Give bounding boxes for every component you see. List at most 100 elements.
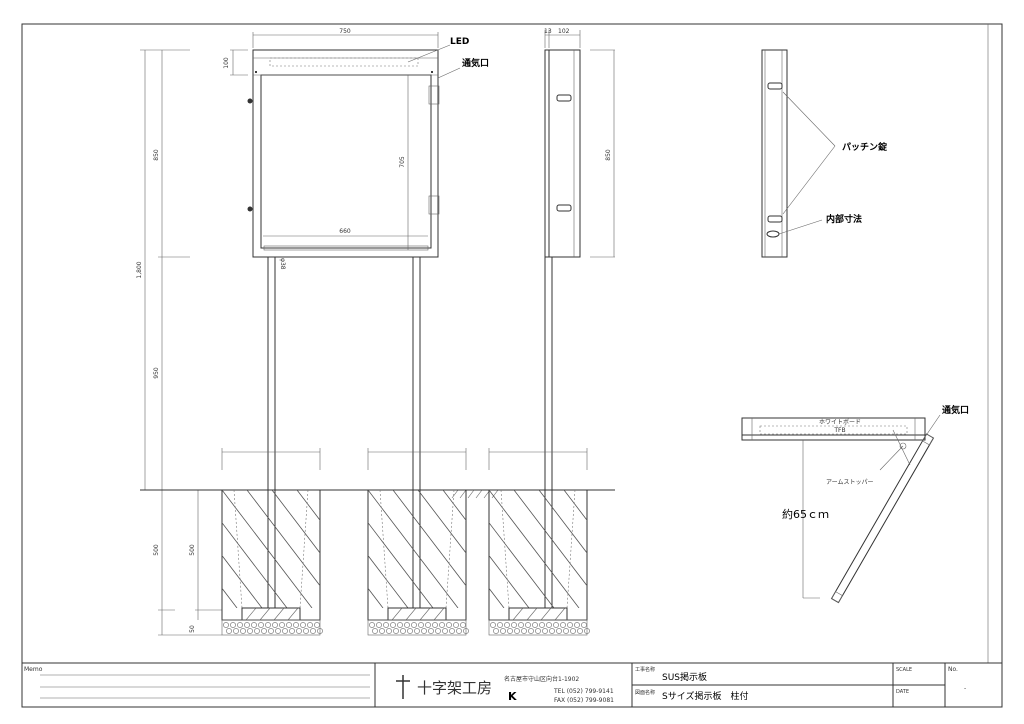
concrete-hatch (489, 554, 530, 608)
concrete-edge (566, 489, 576, 609)
gravel-stone (453, 622, 459, 628)
gravel-stone (254, 628, 260, 634)
latch-icon (556, 204, 572, 212)
concrete-hatch (589, 490, 679, 608)
side-post (544, 256, 553, 621)
dim-inner-height: 705 (399, 156, 406, 168)
concrete-hatch (347, 490, 437, 608)
gravel-stone (314, 622, 320, 628)
latch-icon (767, 82, 783, 90)
concrete-hatch (271, 490, 320, 554)
dim-board-height: 850 (153, 149, 160, 161)
gravel-stone (279, 622, 285, 628)
gravel-stone (504, 622, 510, 628)
concrete-hatch (222, 490, 313, 608)
gravel-stone (428, 628, 434, 634)
gravel-stone (275, 628, 281, 634)
project-label: 工事名称 (635, 666, 655, 673)
gravel-stone (425, 622, 431, 628)
company-fax: FAX (052) 799-9081 (554, 697, 614, 704)
gravel-stone (574, 622, 580, 628)
post-right (412, 256, 421, 621)
gravel-stone (233, 628, 239, 634)
gravel-stone (542, 628, 548, 634)
gravel-stone (393, 628, 399, 634)
gravel-stone (525, 622, 531, 628)
gravel-stone (549, 628, 555, 634)
label-led: LED (450, 37, 469, 47)
gravel-stone (439, 622, 445, 628)
base-hatch (259, 607, 271, 621)
no-value: - (964, 685, 966, 692)
gravel-stone (493, 628, 499, 634)
concrete-hatch (513, 490, 587, 587)
gravel-stone (400, 628, 406, 634)
dim-width: 750 (339, 28, 351, 35)
latch-icon (767, 215, 783, 223)
concrete-edge (445, 489, 455, 609)
no-label: No. (948, 666, 958, 673)
brand-logo-icon: K (508, 690, 517, 703)
hinge-bottom (428, 195, 440, 215)
dim-gravel: 50 (189, 625, 196, 633)
dim-led-height: 100 (223, 57, 230, 69)
gravel-stone (383, 622, 389, 628)
concrete-hatch (296, 490, 320, 521)
dim-total-height: 1,800 (136, 261, 143, 278)
concrete-hatch (246, 490, 320, 587)
gravel-stone (230, 622, 236, 628)
gravel-stone (258, 622, 264, 628)
concrete-edge (379, 489, 389, 609)
gravel-stone (584, 628, 590, 634)
gravel-stone (247, 628, 253, 634)
dim-side-height: 850 (605, 149, 612, 161)
concrete-hatch (538, 490, 587, 554)
board-frame (252, 49, 439, 258)
gravel-stone (553, 622, 559, 628)
gravel-stone (369, 622, 375, 628)
dim-side-b: 102 (558, 28, 570, 35)
gravel-stone (240, 628, 246, 634)
gravel-stone (237, 622, 243, 628)
gravel-stone (521, 628, 527, 634)
left-dimensions: 1,800 850 950 500 500 50 (136, 49, 222, 636)
dim-foundation-inner: 500 (189, 544, 196, 556)
foundations (221, 448, 679, 636)
gravel-stone (372, 628, 378, 634)
gravel-stone (528, 628, 534, 634)
gravel-stone (567, 622, 573, 628)
base-hatch (405, 607, 417, 621)
gravel-stone (497, 622, 503, 628)
gravel-stone (577, 628, 583, 634)
gravel-stone (300, 622, 306, 628)
gravel-stone (272, 622, 278, 628)
gravel-stone (511, 622, 517, 628)
scale-label: SCALE (896, 667, 912, 673)
label-latch: パッチン錠 (842, 141, 888, 153)
gravel-stone (581, 622, 587, 628)
gravel-stone (546, 622, 552, 628)
led-strip (269, 57, 419, 67)
gravel-stone (265, 622, 271, 628)
gravel-stone (514, 628, 520, 634)
gravel-layer (367, 619, 467, 636)
section-view: ホワイトボード TFB アームストッパー 通気口 約65ｃｍ (741, 404, 969, 604)
concrete-hatch (489, 490, 580, 608)
company-address: 名古屋市守山区向台1-1902 (504, 675, 579, 683)
gravel-stone (535, 628, 541, 634)
gravel-stone (556, 628, 562, 634)
gravel-stone (303, 628, 309, 634)
gravel-stone (223, 622, 229, 628)
gravel-layer (488, 619, 588, 636)
side-view: 13 102 850 (544, 28, 615, 621)
cross-logo-icon (396, 675, 410, 699)
date-label: DATE (896, 689, 909, 695)
base-hatch (433, 607, 445, 621)
company-tel: TEL (052) 799-9141 (553, 688, 614, 695)
concrete-hatch (489, 587, 505, 608)
concrete-hatch (368, 554, 409, 608)
gravel-stone (404, 622, 410, 628)
gravel-stone (268, 628, 274, 634)
label-vent: 通気口 (462, 57, 489, 69)
